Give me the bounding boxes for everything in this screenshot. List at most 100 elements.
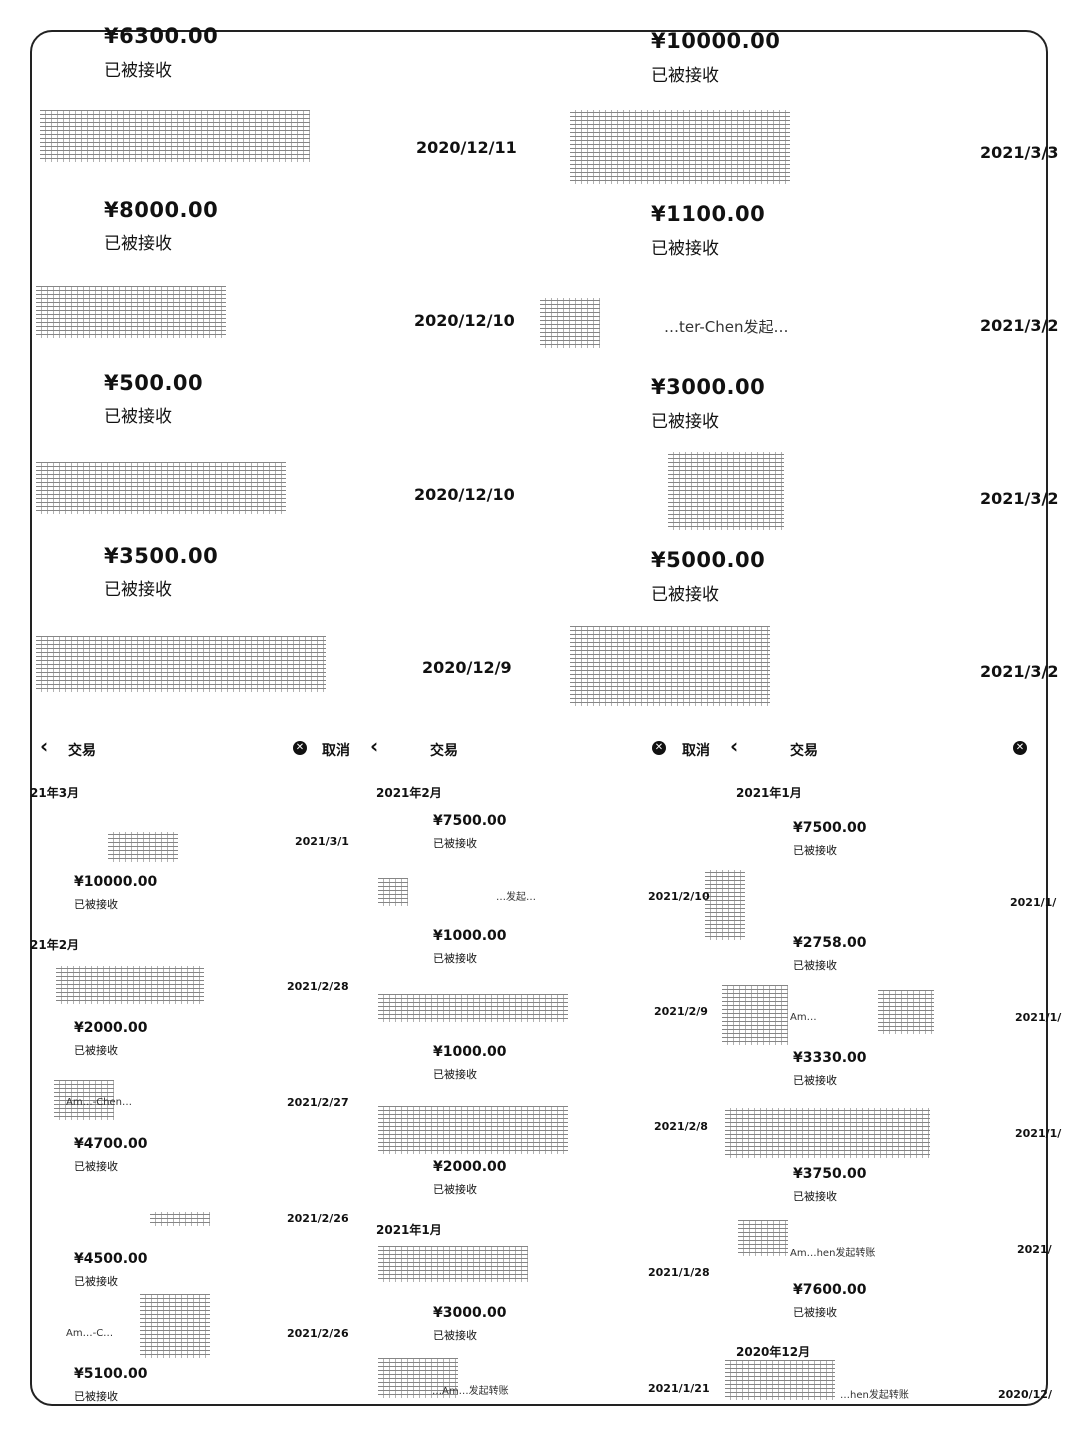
status: 已被接收 <box>793 959 837 972</box>
back-chevron-icon[interactable]: ‹ <box>730 734 739 758</box>
amount: ¥3750.00 <box>793 1166 867 1182</box>
status: 已被接收 <box>433 1329 477 1342</box>
status: 已被接收 <box>74 1160 118 1173</box>
back-chevron-icon[interactable]: ‹ <box>370 734 379 758</box>
amount: ¥2000.00 <box>74 1020 148 1036</box>
date: 2021/3/1 <box>295 835 349 848</box>
sender-name: Am… <box>790 1012 817 1023</box>
date: 2021/2/26 <box>287 1327 349 1340</box>
amount: ¥10000.00 <box>74 874 158 890</box>
status: 已被接收 <box>793 1306 837 1319</box>
amount: ¥2758.00 <box>793 935 867 951</box>
status: 已被接收 <box>793 1074 837 1087</box>
amount: ¥1000.00 <box>433 928 507 944</box>
redacted-avatar <box>540 298 600 348</box>
redacted-name <box>570 110 790 184</box>
date: 2020/12/ <box>998 1388 1052 1401</box>
nav-title: 交易 <box>430 743 458 759</box>
redacted-avatar <box>378 1358 458 1398</box>
redacted-avatar <box>725 1360 835 1400</box>
redacted-avatar <box>54 1080 114 1120</box>
redacted-avatar <box>738 1220 788 1256</box>
date: 2021/3/3 <box>980 143 1059 162</box>
status: 已被接收 <box>74 1275 118 1288</box>
amount: ¥500.00 <box>104 371 204 395</box>
date: 2021/2/28 <box>287 980 349 993</box>
redacted-name <box>36 636 326 692</box>
close-circle-icon[interactable]: ✕ <box>1013 741 1027 755</box>
amount: ¥7500.00 <box>793 820 867 836</box>
cancel-button[interactable]: 取消 <box>322 743 350 759</box>
date: 2021/1/ <box>1015 1011 1062 1024</box>
month-header: 21年2月 <box>30 938 80 952</box>
status: 已被接收 <box>433 1068 477 1081</box>
redacted-avatar <box>722 985 788 1045</box>
status: 已被接收 <box>793 1190 837 1203</box>
amount: ¥1100.00 <box>651 202 766 226</box>
amount: ¥5100.00 <box>74 1366 148 1382</box>
month-header: 2021年2月 <box>376 786 442 800</box>
amount: ¥7500.00 <box>433 813 507 829</box>
date: 2021/1/21 <box>648 1382 710 1395</box>
cancel-button[interactable]: 取消 <box>682 743 710 759</box>
redacted-name <box>378 994 568 1022</box>
phone-frame <box>30 30 1048 1406</box>
amount: ¥2000.00 <box>433 1159 507 1175</box>
redacted-name <box>56 966 204 1004</box>
month-header: 2021年1月 <box>376 1223 442 1237</box>
close-circle-icon[interactable]: ✕ <box>293 741 307 755</box>
month-header: 21年3月 <box>30 786 80 800</box>
date: 2021/2/27 <box>287 1096 349 1109</box>
redacted-name <box>36 462 286 514</box>
redacted-name <box>108 832 178 862</box>
status: 已被接收 <box>74 898 118 911</box>
nav-title: 交易 <box>68 743 96 759</box>
sender-name: Am…-Chen… <box>66 1097 133 1108</box>
date: 2021/2/26 <box>287 1212 349 1225</box>
status: 已被接收 <box>793 844 837 857</box>
close-circle-icon[interactable]: ✕ <box>652 741 666 755</box>
amount: ¥8000.00 <box>104 198 219 222</box>
amount: ¥3330.00 <box>793 1050 867 1066</box>
back-chevron-icon[interactable]: ‹ <box>40 734 49 758</box>
amount: ¥4700.00 <box>74 1136 148 1152</box>
redacted-name <box>140 1294 210 1358</box>
redacted-name <box>878 990 934 1034</box>
status: 已被接收 <box>651 412 719 432</box>
date: 2020/12/9 <box>422 658 512 677</box>
date: 2021/2/8 <box>654 1120 708 1133</box>
status: 已被接收 <box>104 580 172 600</box>
redacted-name <box>668 452 784 530</box>
redacted-name <box>725 1108 930 1158</box>
redacted-name <box>378 1106 568 1154</box>
amount: ¥5000.00 <box>651 548 766 572</box>
date: 2021/1/ <box>1010 896 1057 909</box>
date: 2020/12/11 <box>416 138 517 157</box>
sender-name: …ter-Chen发起… <box>664 318 789 336</box>
month-header: 2021年1月 <box>736 786 802 800</box>
status: 已被接收 <box>651 585 719 605</box>
redacted-avatar <box>705 870 745 940</box>
redacted-name <box>378 1246 528 1282</box>
amount: ¥4500.00 <box>74 1251 148 1267</box>
date: 2020/12/10 <box>414 485 515 504</box>
date: 2021/1/28 <box>648 1266 710 1279</box>
amount: ¥3000.00 <box>651 375 766 399</box>
amount: ¥6300.00 <box>104 24 219 48</box>
amount: ¥3500.00 <box>104 544 219 568</box>
date: 2021/ <box>1017 1243 1052 1256</box>
status: 已被接收 <box>651 66 719 86</box>
nav-title: 交易 <box>790 743 818 759</box>
status: 已被接收 <box>433 837 477 850</box>
date: 2021/3/2 <box>980 662 1059 681</box>
status: 已被接收 <box>104 61 172 81</box>
status: 已被接收 <box>104 407 172 427</box>
date: 2021/2/9 <box>654 1005 708 1018</box>
sender-name: …hen发起转账 <box>840 1390 909 1401</box>
sender-name: Am…hen发起转账 <box>790 1248 876 1259</box>
sender-name: …发起… <box>496 892 536 903</box>
date: 2021/3/2 <box>980 489 1059 508</box>
sender-name: Am…-C… <box>66 1328 114 1339</box>
amount: ¥3000.00 <box>433 1305 507 1321</box>
status: 已被接收 <box>104 234 172 254</box>
